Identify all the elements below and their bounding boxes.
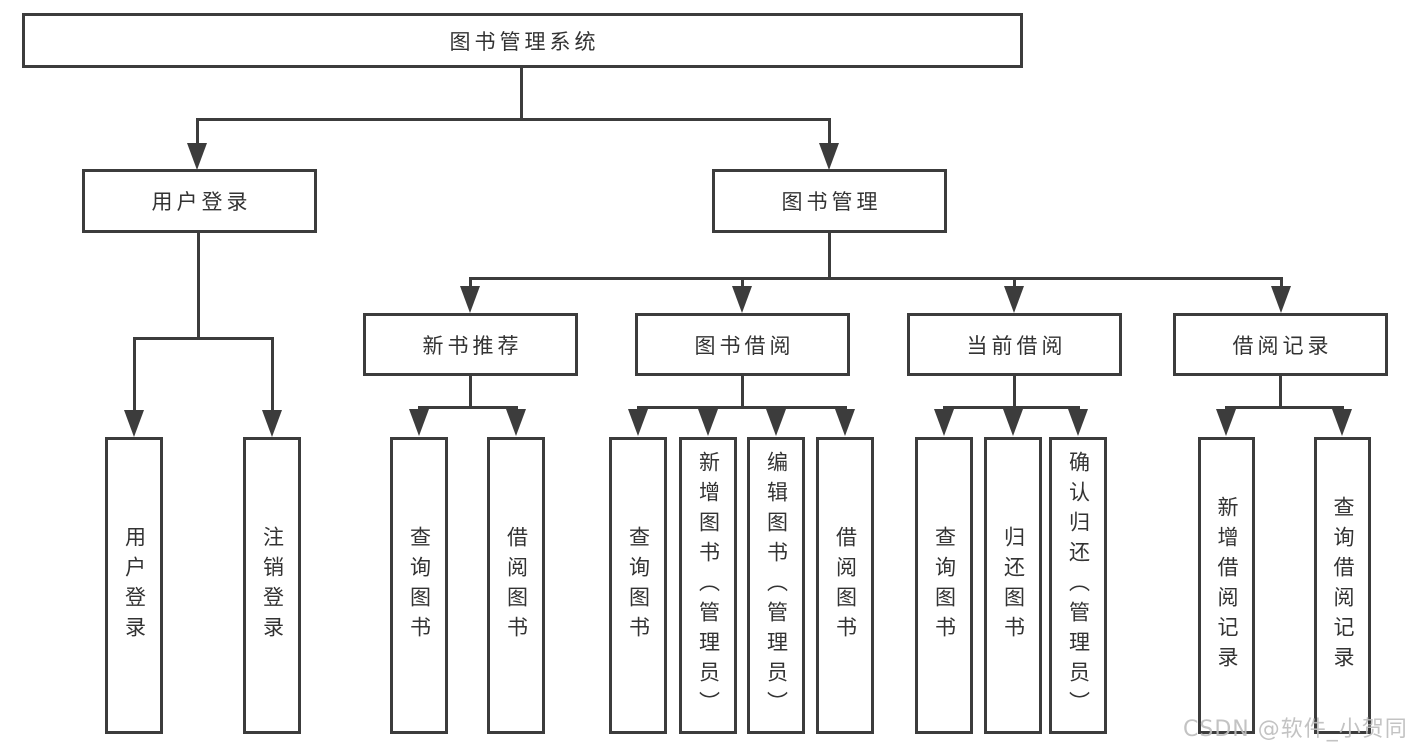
leaf-query-books-borrow: 查询图书 <box>609 437 667 734</box>
arrowhead-down <box>262 410 282 437</box>
connector-line <box>943 406 1080 409</box>
arrowhead-down <box>1068 409 1088 436</box>
connector-line <box>197 233 200 337</box>
arrowhead-down <box>124 410 144 437</box>
leaf-add-borrow-record: 新增借阅记录 <box>1198 437 1255 734</box>
connector-line <box>469 277 1282 280</box>
connector-line <box>196 118 831 121</box>
leaf-label: 查询借阅记录 <box>1331 495 1355 676</box>
connector-line <box>1279 376 1282 407</box>
arrowhead-down <box>506 409 526 436</box>
node-library-management-system: 图书管理系统 <box>22 13 1023 68</box>
connector-line <box>520 68 523 118</box>
connector-line <box>271 337 274 411</box>
node-label: 图书管理 <box>781 190 882 214</box>
node-new-book-recommendation: 新书推荐 <box>363 313 578 376</box>
node-book-management: 图书管理 <box>712 169 947 233</box>
leaf-label: 用户登录 <box>122 525 147 646</box>
leaf-label: 借阅图书 <box>504 525 529 646</box>
arrowhead-down <box>698 409 718 436</box>
connector-line <box>741 277 744 289</box>
node-user-login: 用户登录 <box>82 169 317 233</box>
connector-line <box>828 118 831 148</box>
csdn-watermark: CSDN @软件_小贺同学 <box>1183 717 1405 742</box>
connector-line <box>469 277 472 289</box>
connector-line <box>133 337 136 411</box>
arrowhead-down <box>835 409 855 436</box>
arrowhead-down <box>819 143 839 170</box>
leaf-query-books-recommend: 查询图书 <box>390 437 448 734</box>
leaf-label: 新增借阅记录 <box>1215 495 1239 676</box>
leaf-logout: 注销登录 <box>243 437 301 734</box>
arrowhead-down <box>187 143 207 170</box>
node-borrowing-records: 借阅记录 <box>1173 313 1388 376</box>
connector-line <box>741 376 744 407</box>
connector-line <box>133 337 274 340</box>
arrowhead-down <box>1004 286 1024 313</box>
node-label: 图书管理系统 <box>449 29 600 54</box>
arrowhead-down <box>628 409 648 436</box>
arrowhead-down <box>1332 409 1352 436</box>
leaf-label: 编辑图书（管理员） <box>764 450 789 721</box>
arrowhead-down <box>460 286 480 313</box>
leaf-borrow-books: 借阅图书 <box>816 437 874 734</box>
leaf-edit-book-admin: 编辑图书（管理员） <box>747 437 805 734</box>
arrowhead-down <box>1003 409 1023 436</box>
leaf-confirm-return-admin: 确认归还（管理员） <box>1049 437 1107 734</box>
arrowhead-down <box>732 286 752 313</box>
connector-line <box>1013 277 1016 289</box>
node-label: 借阅记录 <box>1232 333 1333 358</box>
leaf-label: 注销登录 <box>260 525 285 646</box>
node-label: 用户登录 <box>151 190 252 214</box>
connector-line <box>1225 406 1344 409</box>
leaf-label: 借阅图书 <box>833 525 858 646</box>
leaf-query-borrow-record: 查询借阅记录 <box>1314 437 1371 734</box>
leaf-return-books: 归还图书 <box>984 437 1042 734</box>
leaf-label: 查询图书 <box>626 525 651 646</box>
connector-line <box>196 118 199 148</box>
connector-line <box>1013 376 1016 407</box>
node-label: 新书推荐 <box>422 333 523 358</box>
leaf-borrow-books-recommend: 借阅图书 <box>487 437 545 734</box>
leaf-query-books-current: 查询图书 <box>915 437 973 734</box>
leaf-label: 确认归还（管理员） <box>1066 450 1091 721</box>
arrowhead-down <box>934 409 954 436</box>
node-label: 当前借阅 <box>966 333 1067 358</box>
leaf-label: 查询图书 <box>407 525 432 646</box>
node-label: 图书借阅 <box>694 333 795 358</box>
connector-line <box>828 233 831 277</box>
arrowhead-down <box>1271 286 1291 313</box>
leaf-label: 归还图书 <box>1001 525 1026 646</box>
connector-line <box>418 406 518 409</box>
connector-line <box>637 406 847 409</box>
arrowhead-down <box>1216 409 1236 436</box>
connector-line <box>1280 277 1283 289</box>
leaf-label: 新增图书（管理员） <box>696 450 721 721</box>
node-current-borrowing: 当前借阅 <box>907 313 1122 376</box>
arrowhead-down <box>409 409 429 436</box>
node-book-borrowing: 图书借阅 <box>635 313 850 376</box>
arrowhead-down <box>766 409 786 436</box>
leaf-user-login: 用户登录 <box>105 437 163 734</box>
leaf-add-book-admin: 新增图书（管理员） <box>679 437 737 734</box>
leaf-label: 查询图书 <box>932 525 957 646</box>
connector-line <box>469 376 472 407</box>
